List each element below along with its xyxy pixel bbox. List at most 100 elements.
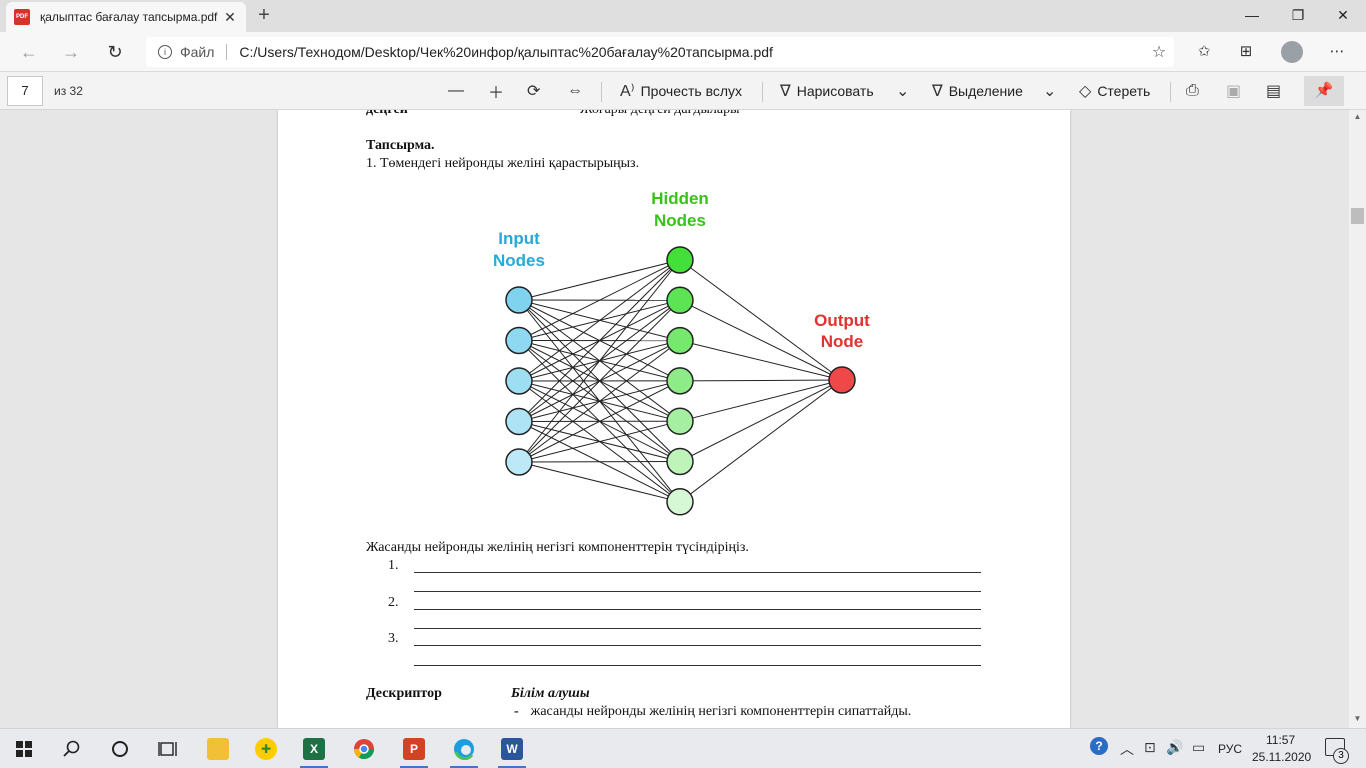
vertical-scrollbar[interactable] <box>1349 110 1366 728</box>
zoom-in-icon[interactable]: ＋ <box>488 85 505 102</box>
search-icon[interactable] <box>52 733 92 765</box>
app-plus-icon[interactable]: ✚ <box>246 733 286 765</box>
task-text: 1. Төмендегі нейронды желіні қарастырыңы… <box>366 156 640 171</box>
scroll-thumb[interactable] <box>1351 208 1364 224</box>
pen-icon: ∇ <box>780 83 791 100</box>
address-bar: ← → ↻ i Файл C:/Users/Технодом/Desktop/Ч… <box>0 32 1366 72</box>
divider <box>601 82 602 102</box>
pdf-viewer: деңгей Жоғары деңгей дағдылары Тапсырма.… <box>0 110 1366 728</box>
draw-dropdown-icon[interactable]: ⌄ <box>896 83 910 100</box>
close-window-icon[interactable]: ✕ <box>1337 7 1349 23</box>
edge-icon[interactable] <box>444 733 484 768</box>
hidden-label-line1: Hidden <box>651 189 709 208</box>
hidden-node <box>666 246 694 274</box>
highlight-button[interactable]: ∇ Выделение <box>932 78 1023 104</box>
url-scheme: Файл <box>180 44 215 60</box>
print-icon[interactable]: ⎙ <box>1186 82 1199 99</box>
language-indicator[interactable]: РУС <box>1218 742 1243 756</box>
learner-label: Білім алушы <box>511 686 590 701</box>
input-node <box>505 448 533 476</box>
profile-avatar[interactable] <box>1281 41 1303 63</box>
new-tab-button[interactable]: + <box>258 4 270 26</box>
cut-off-text-right: Жоғары деңгей дағдылары <box>580 110 740 118</box>
network-edge <box>518 259 681 422</box>
answer-line <box>414 572 981 573</box>
network-edge <box>679 299 843 381</box>
task-view-icon[interactable] <box>148 733 188 765</box>
explain-text: Жасанды нейронды желінің негізгі компоне… <box>366 540 749 555</box>
excel-icon[interactable]: X <box>294 733 334 768</box>
network-edge <box>518 461 681 503</box>
pin-toolbar-icon[interactable]: 📌 <box>1304 76 1344 106</box>
restore-icon[interactable]: ❐ <box>1291 7 1305 23</box>
pdf-page: деңгей Жоғары деңгей дағдылары Тапсырма.… <box>278 110 1070 728</box>
input-node <box>505 407 533 436</box>
output-node <box>828 366 856 394</box>
scroll-up-icon[interactable]: ▲ <box>1353 112 1362 121</box>
network-nodes <box>505 246 856 516</box>
answer-number-1: 1. <box>388 558 399 573</box>
hidden-node <box>666 488 694 516</box>
input-label-line1: Input <box>498 229 540 248</box>
url-separator <box>226 44 228 60</box>
erase-button[interactable]: ◇ Стереть <box>1079 78 1150 104</box>
pdf-toolbar: 7 из 32 — ＋ ⟳ ⇔ A⁾ Прочесть вслух ∇ Нари… <box>0 72 1366 110</box>
input-label-line2: Nodes <box>493 251 545 270</box>
save-as-icon[interactable]: ▤ <box>1266 83 1282 100</box>
network-edge <box>679 379 843 462</box>
back-icon[interactable]: ← <box>20 42 38 62</box>
network-edge <box>679 340 843 381</box>
output-label-line1: Output <box>814 311 870 330</box>
network-edge <box>518 259 681 301</box>
refresh-icon[interactable]: ↻ <box>107 42 123 62</box>
draw-button[interactable]: ∇ Нарисовать <box>780 78 874 104</box>
powerpoint-icon[interactable]: P <box>394 733 434 768</box>
zoom-out-icon[interactable]: — <box>448 82 464 99</box>
descriptor-label: Дескриптор <box>366 686 442 701</box>
volume-icon[interactable]: 🔊 <box>1166 739 1184 755</box>
scroll-down-icon[interactable]: ▼ <box>1353 714 1362 723</box>
page-total: из 32 <box>54 84 83 98</box>
battery-icon[interactable]: ▭ <box>1192 739 1206 755</box>
answer-line <box>414 645 981 646</box>
bullet-dash: - <box>514 704 519 719</box>
url-text: C:/Users/Технодом/Desktop/Чек%20инфор/қа… <box>239 44 773 60</box>
clock-time[interactable]: 11:57 <box>1266 733 1296 747</box>
info-icon[interactable]: i <box>158 45 172 59</box>
windows-start-icon[interactable] <box>4 733 44 765</box>
answer-number-2: 2. <box>388 595 399 610</box>
network-edge <box>518 259 681 341</box>
hidden-node <box>666 286 694 315</box>
answer-line <box>414 628 981 629</box>
fit-page-icon[interactable]: ⇔ <box>567 82 583 99</box>
url-field[interactable]: i Файл C:/Users/Технодом/Desktop/Чек%20и… <box>146 37 1174 67</box>
close-icon[interactable]: ✕ <box>224 8 236 25</box>
tab-bar: PDF қалыптас бағалау тапсырма.pdf ✕ + — … <box>0 0 1366 32</box>
save-icon[interactable]: ▣ <box>1226 83 1242 100</box>
more-icon[interactable]: ⋯ <box>1329 43 1345 60</box>
read-aloud-button[interactable]: A⁾ Прочесть вслух <box>620 78 742 104</box>
rotate-icon[interactable]: ⟳ <box>527 83 541 100</box>
chrome-icon[interactable] <box>344 733 384 765</box>
favorites-icon[interactable]: ✩ <box>1197 43 1211 60</box>
clock-date[interactable]: 25.11.2020 <box>1252 750 1312 764</box>
neural-network-diagram: Input Nodes Hidden Nodes Output Node <box>493 189 870 516</box>
favorite-star-icon[interactable]: ☆ <box>1151 44 1167 61</box>
highlighter-icon: ∇ <box>932 83 943 100</box>
page-number-input[interactable]: 7 <box>7 76 43 106</box>
highlight-dropdown-icon[interactable]: ⌄ <box>1043 83 1057 100</box>
divider <box>762 82 763 102</box>
erase-label: Стереть <box>1097 83 1151 99</box>
network-icon[interactable]: ⊡ <box>1144 739 1156 755</box>
file-explorer-icon[interactable] <box>198 733 238 765</box>
tab-pdf[interactable]: PDF қалыптас бағалау тапсырма.pdf ✕ <box>6 2 246 32</box>
collections-icon[interactable]: ⊞ <box>1239 43 1253 60</box>
answer-line <box>414 665 981 666</box>
cortana-icon[interactable] <box>100 733 140 765</box>
chevron-up-icon[interactable]: ︿ <box>1120 741 1134 757</box>
minimize-icon[interactable]: — <box>1245 7 1259 23</box>
forward-icon[interactable]: → <box>62 42 80 62</box>
windows-taskbar: ✚ X P W ? ︿ ⊡ 🔊 ▭ РУС 11:57 25.11.2020 3 <box>0 728 1366 768</box>
word-icon[interactable]: W <box>492 733 532 768</box>
help-icon[interactable]: ? <box>1090 737 1108 755</box>
